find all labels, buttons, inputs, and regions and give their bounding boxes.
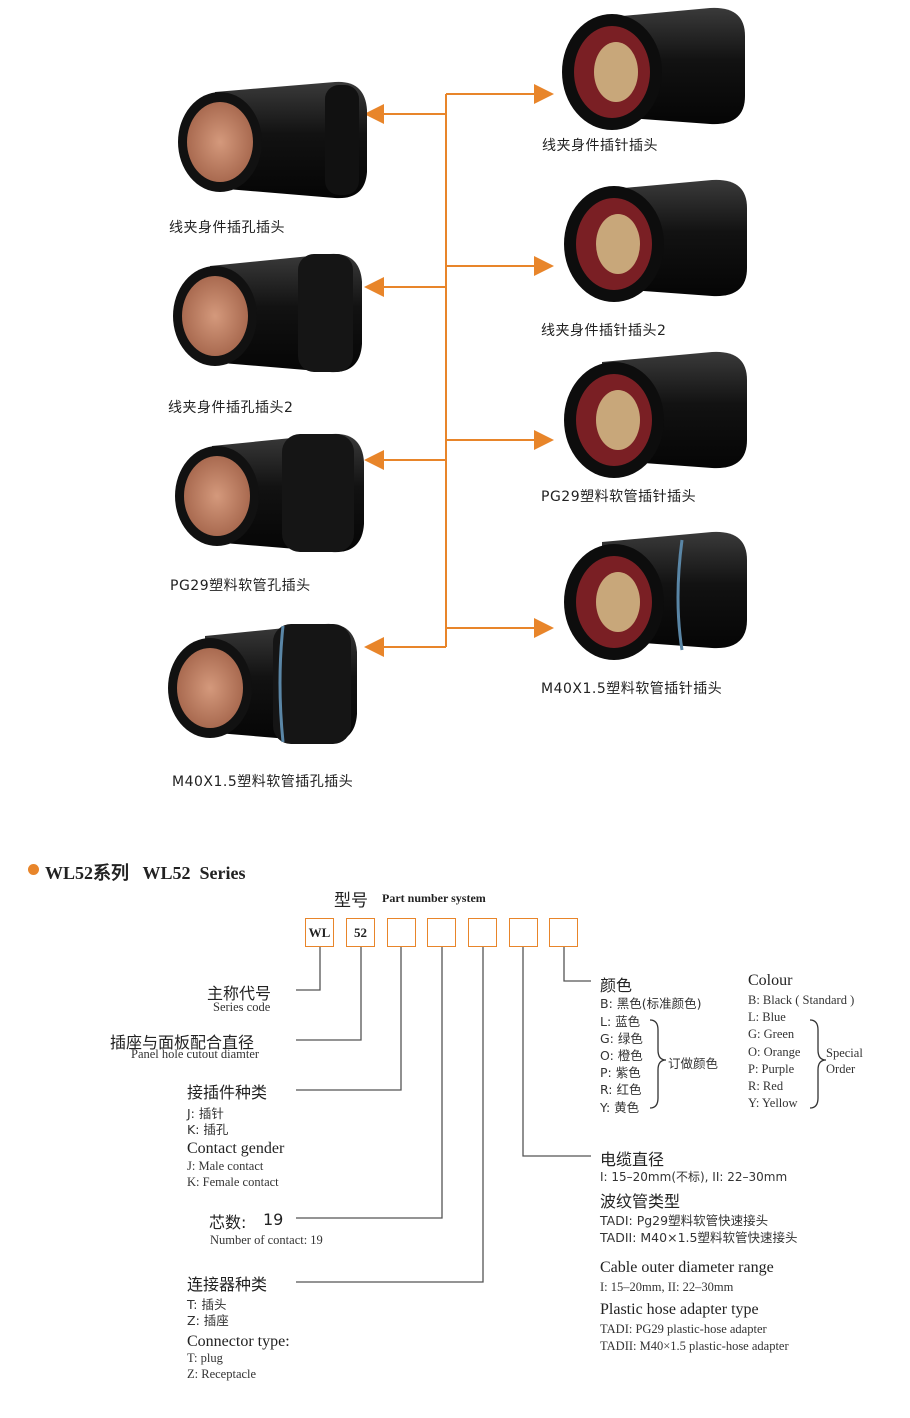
cable-en: Cable outer diameter range — [600, 1259, 774, 1276]
pn-box-size: 52 — [346, 918, 375, 947]
cores-en: Number of contact: 19 — [210, 1233, 323, 1247]
cores-cn: 芯数: — [209, 1213, 247, 1232]
caption-male-4: M40X1.5塑料软管插针插头 — [541, 681, 723, 697]
male-connector-image — [564, 179, 747, 302]
female-connector-image — [175, 433, 364, 553]
cable-cn-range: I: 15–20mm(不标), II: 22–30mm — [600, 1170, 788, 1184]
colour-en-opt: O: Orange — [748, 1045, 801, 1059]
hose-cn: 波纹管类型 — [600, 1192, 681, 1211]
panel-hole-en: Panel hole cutout diamter — [131, 1047, 260, 1061]
contact-type-cn: 接插件种类 — [187, 1083, 268, 1102]
caption-male-1: 线夹身件插针插头 — [542, 138, 658, 154]
hose-cn-1: TADI: Pg29塑料软管快速接头 — [600, 1213, 769, 1228]
contact-type-en-k: K: Female contact — [187, 1175, 279, 1189]
connector-type-opt-z: Z: 插座 — [187, 1313, 229, 1328]
colour-cn: 颜色 — [600, 976, 633, 995]
colour-en: Colour — [748, 972, 793, 989]
cores-value: 19 — [263, 1210, 284, 1229]
colour-en-opt: R: Red — [748, 1079, 784, 1093]
contact-type-opt-j: J: 插针 — [187, 1106, 224, 1121]
pn-box-colour — [549, 918, 578, 947]
hose-en-1: TADI: PG29 plastic-hose adapter — [600, 1322, 767, 1336]
pn-box-cable — [509, 918, 538, 947]
colour-en-opt: P: Purple — [748, 1062, 795, 1076]
connector-type-opt-t: T: 插头 — [187, 1297, 227, 1312]
pn-title-cn: 型号 — [334, 891, 368, 911]
connector-type-cn: 连接器种类 — [187, 1275, 268, 1294]
bullet-dot — [28, 864, 39, 875]
colour-cn-opt: L: 蓝色 — [600, 1014, 641, 1029]
caption-female-1: 线夹身件插孔插头 — [169, 220, 285, 236]
pn-box-type — [468, 918, 497, 947]
pn-box-cores — [427, 918, 456, 947]
colour-cn-opt: Y: 黄色 — [600, 1100, 640, 1115]
contact-type-en-j: J: Male contact — [187, 1159, 264, 1173]
colour-cn-opt: P: 紫色 — [600, 1065, 641, 1080]
female-connector-image — [168, 623, 357, 744]
hose-en: Plastic hose adapter type — [600, 1301, 759, 1318]
brace-en — [809, 1019, 827, 1109]
caption-male-3: PG29塑料软管插针插头 — [541, 489, 697, 505]
caption-female-2: 线夹身件插孔插头2 — [168, 400, 294, 416]
hose-cn-2: TADII: M40×1.5塑料软管快速接头 — [600, 1230, 798, 1245]
colour-en-opt: G: Green — [748, 1027, 795, 1041]
connector-diagram — [168, 7, 747, 744]
colour-cn-opt: R: 红色 — [600, 1082, 642, 1097]
panel-hole-cn: 插座与面板配合直径 — [110, 1033, 255, 1052]
colour-en-opt: Y: Yellow — [748, 1096, 798, 1110]
pn-box-contact — [387, 918, 416, 947]
cable-cn: 电缆直径 — [600, 1150, 665, 1169]
colour-cn-opt: G: 绿色 — [600, 1031, 643, 1046]
connector-type-en: Connector type: — [187, 1333, 290, 1350]
colour-en-special-2: Order — [826, 1062, 856, 1076]
brace-cn — [649, 1019, 667, 1109]
female-connector-image — [173, 253, 362, 373]
colour-en-special-1: Special — [826, 1046, 863, 1060]
colour-cn-opt: O: 橙色 — [600, 1048, 643, 1063]
contact-type-opt-k: K: 插孔 — [187, 1122, 229, 1137]
connector-type-en-z: Z: Receptacle — [187, 1367, 257, 1381]
caption-male-2: 线夹身件插针插头2 — [541, 323, 667, 339]
caption-female-4: M40X1.5塑料软管插孔插头 — [172, 774, 354, 790]
series-code-cn: 主称代号 — [207, 984, 272, 1003]
colour-en-opt: L: Blue — [748, 1010, 786, 1024]
series-title: WL52系列 WL52 Series — [45, 863, 246, 883]
contact-type-en: Contact gender — [187, 1140, 285, 1157]
male-connector-image — [564, 351, 747, 478]
male-connector-image — [564, 531, 747, 660]
hose-en-2: TADII: M40×1.5 plastic-hose adapter — [600, 1339, 789, 1353]
male-connector-image — [562, 7, 745, 130]
colour-en-std: B: Black ( Standard ) — [748, 993, 855, 1007]
pn-title-en: Part number system — [382, 891, 486, 905]
colour-cn-custom: 订做颜色 — [668, 1056, 719, 1071]
connector-type-en-t: T: plug — [187, 1351, 223, 1365]
cable-en-range: I: 15–20mm, II: 22–30mm — [600, 1280, 734, 1294]
pn-box-series: WL — [305, 918, 334, 947]
female-connector-image — [178, 81, 367, 199]
caption-female-3: PG29塑料软管孔插头 — [170, 578, 311, 594]
colour-cn-std: B: 黑色(标准颜色) — [600, 996, 702, 1011]
series-code-en: Series code — [213, 1000, 271, 1014]
